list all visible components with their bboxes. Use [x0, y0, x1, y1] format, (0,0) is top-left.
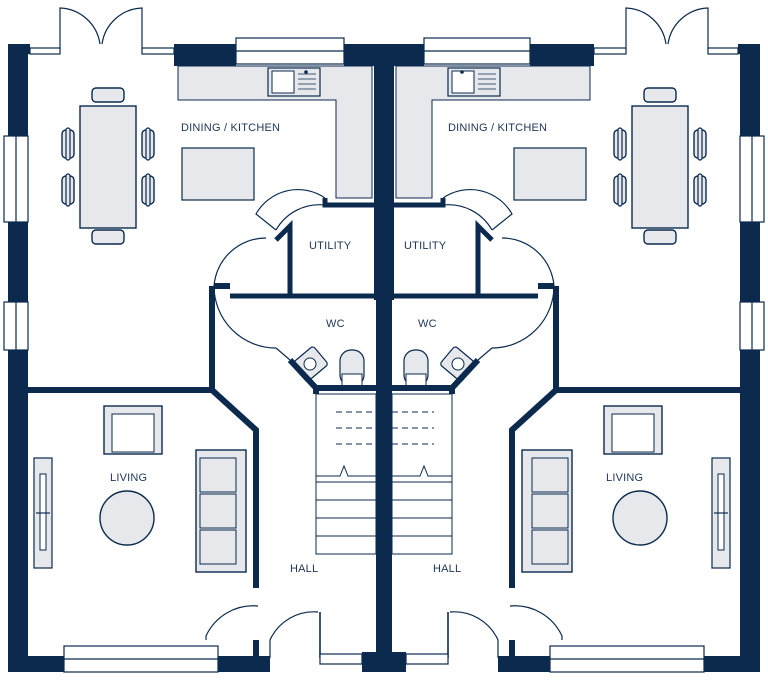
armchair-left [103, 405, 163, 455]
kitchen-sink-left [267, 67, 321, 97]
wc-toilet-left [339, 349, 365, 387]
main-walls [8, 44, 760, 672]
armchair-right [603, 405, 663, 455]
coffee-table-left [99, 490, 155, 546]
room-label-dining-kitchen-left: DINING / KITCHEN [181, 122, 281, 134]
room-label-utility-left: UTILITY [309, 240, 352, 252]
utility-walls-left [230, 198, 376, 299]
kitchen-island-right [513, 147, 587, 201]
patio-door-right [625, 7, 709, 50]
patio-door-left [59, 7, 143, 50]
staircase-right [391, 393, 453, 555]
room-label-hall-right: HALL [433, 563, 462, 575]
room-label-living-right: LIVING [606, 472, 644, 484]
dining-table-left [61, 87, 155, 245]
dining-table-right [613, 87, 707, 245]
sofa-right [521, 449, 573, 573]
staircase-left [315, 393, 377, 555]
wc-toilet-right [403, 349, 429, 387]
sofa-left [195, 449, 247, 573]
room-label-utility-right: UTILITY [404, 240, 447, 252]
kitchen-sink-right [447, 67, 501, 97]
room-label-dining-kitchen-right: DINING / KITCHEN [448, 122, 548, 134]
internal-walls [28, 283, 740, 656]
windows [3, 37, 765, 673]
tv-unit-right [711, 457, 731, 569]
coffee-table-right [612, 490, 668, 546]
room-label-wc-right: WC [418, 318, 437, 330]
left-unit [33, 7, 377, 658]
room-label-hall-left: HALL [290, 563, 319, 575]
kitchen-island-left [181, 147, 255, 201]
room-label-living-left: LIVING [110, 472, 148, 484]
room-label-wc-left: WC [326, 318, 345, 330]
tv-unit-left [33, 457, 53, 569]
right-unit [391, 7, 731, 658]
